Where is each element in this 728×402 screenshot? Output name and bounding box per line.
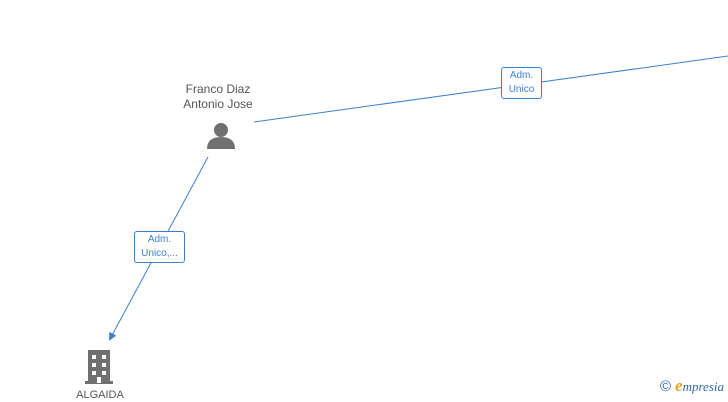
person-name[interactable]: Franco Diaz Antonio Jose	[168, 82, 268, 112]
edge-label-adm-unico[interactable]: Adm. Unico	[501, 67, 542, 99]
person-name-line1: Franco Diaz	[185, 82, 251, 96]
brand-logo-rest: mpresia	[682, 379, 724, 394]
company-name[interactable]: ALGAIDA	[76, 389, 124, 401]
edge-line-person-to-offscreen	[253, 55, 728, 123]
edge-label-line2: Unico	[508, 84, 535, 95]
edge-label-line1: Adm.	[147, 234, 172, 245]
empresia-watermark: © empresia	[660, 376, 724, 396]
edge-label-line2: Unico,...	[141, 248, 178, 259]
brand-logo-e: e	[675, 376, 683, 395]
edge-label-line1: Adm.	[509, 70, 534, 81]
copyright-icon: ©	[659, 377, 672, 395]
building-icon[interactable]	[85, 350, 113, 384]
brand-logo: empresia	[675, 376, 724, 396]
person-name-line2: Antonio Jose	[183, 97, 253, 111]
edge-label-adm-unico-more[interactable]: Adm. Unico,...	[134, 231, 185, 263]
person-icon[interactable]	[207, 123, 235, 149]
